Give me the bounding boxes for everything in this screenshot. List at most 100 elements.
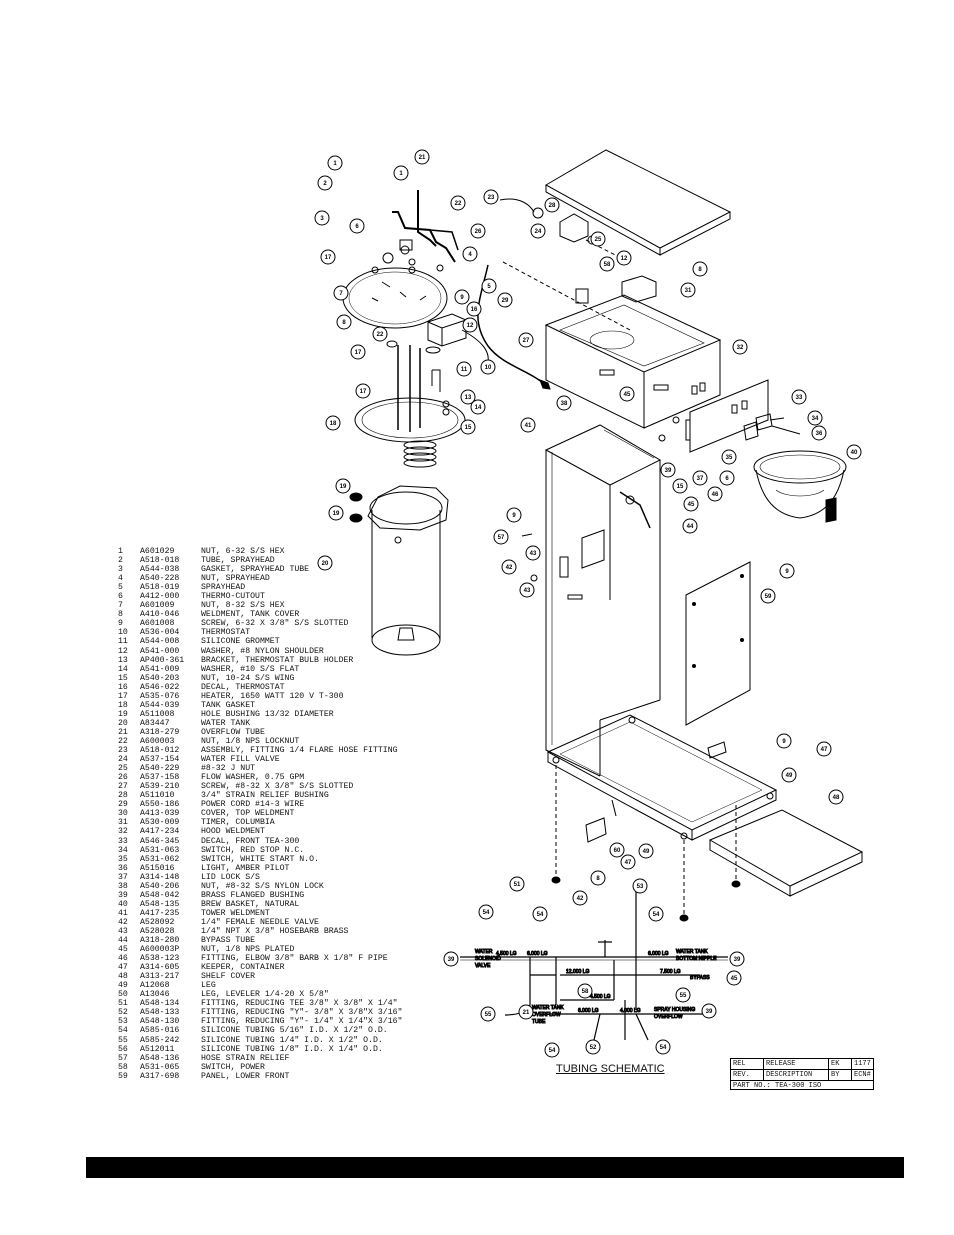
part-code: A314-605	[140, 963, 180, 973]
callout-circle	[509, 876, 525, 892]
part-num: 57	[118, 1053, 128, 1063]
callout-number: 57	[498, 535, 505, 541]
callout-number: 15	[465, 425, 472, 431]
schem-label-bypass: BYPASS	[690, 975, 710, 981]
part-code: A511008	[140, 709, 175, 719]
callout-number: 49	[786, 773, 793, 779]
rev-cell: DESCRIPTION	[764, 1070, 829, 1080]
part-desc: WATER FILL VALVE	[201, 755, 280, 765]
part-code: A318-279	[140, 727, 180, 737]
part-num: 46	[118, 954, 128, 964]
part-num: 55	[118, 1035, 128, 1045]
part-num: 37	[118, 872, 128, 882]
part-desc: WELDMENT, TANK COVER	[201, 610, 300, 620]
part-number: PART NO.: TEA-300 ISO	[733, 1082, 822, 1090]
callout-number: 20	[322, 561, 329, 567]
callout-number: 9	[512, 513, 516, 519]
schem-label-water-solenoid-2: SOLENOID	[475, 956, 501, 962]
callout-circle	[655, 1039, 671, 1055]
part-code: A536-004	[140, 628, 180, 638]
part-code: A530-009	[140, 818, 180, 828]
callout-number: 12	[621, 256, 628, 262]
part-num: 36	[118, 863, 128, 873]
part-desc: NUT, 10-24 S/S WING	[201, 673, 295, 683]
callout-circle	[470, 399, 486, 415]
callout-circle	[470, 223, 486, 239]
part-code: A541-009	[140, 664, 180, 674]
schem-label-water-solenoid-1: WATER	[475, 949, 493, 955]
part-desc: NUT, SPRAYHEAD	[201, 574, 270, 584]
callout-circle	[672, 478, 688, 494]
tank-cover-assembly	[342, 190, 489, 468]
callout-circle	[454, 289, 470, 305]
part-desc: GASKET, SPRAYHEAD TUBE	[201, 565, 310, 575]
callout-number: 4	[468, 252, 472, 258]
callout-circle	[493, 529, 509, 545]
callout-number: 11	[461, 367, 468, 373]
part-code: AP400-361	[140, 655, 185, 665]
part-code: A544-038	[140, 565, 180, 575]
part-desc: DECAL, FRONT TEA-300	[201, 836, 300, 846]
part-num: 48	[118, 972, 128, 982]
part-code: A544-008	[140, 637, 180, 647]
part-code: A550-186	[140, 800, 180, 810]
part-desc: SCREW, #8-32 X 3/8" S/S SLOTTED	[201, 782, 354, 792]
part-code: A548-135	[140, 899, 180, 909]
revision-row-release: REL RELEASE EK 1177	[731, 1059, 873, 1070]
part-desc: NUT, 1/8 NPS PLATED	[201, 945, 295, 955]
callout-circle	[791, 389, 807, 405]
callout-circle	[480, 1006, 496, 1022]
part-desc: SPRAYHEAD	[201, 583, 246, 593]
part-num: 13	[118, 655, 128, 665]
part-desc: TUBE, SPRAYHEAD	[201, 556, 275, 566]
part-num: 4	[118, 574, 123, 584]
part-num: 28	[118, 791, 128, 801]
part-num: 34	[118, 845, 128, 855]
callout-number: 3	[320, 216, 324, 222]
callout-number: 49	[643, 849, 650, 855]
part-desc: LID LOCK S/S	[201, 872, 260, 882]
part-num: 16	[118, 682, 128, 692]
tower-weldment	[521, 424, 662, 777]
callout-circle	[609, 842, 625, 858]
callout-circle	[450, 195, 466, 211]
part-num: 20	[118, 718, 128, 728]
callout-circle	[350, 344, 366, 360]
part-num: 53	[118, 1017, 128, 1027]
part-desc: POWER CORD #14-3 WIRE	[201, 800, 305, 810]
callout-number: 17	[360, 389, 367, 395]
part-num: 24	[118, 755, 128, 765]
callout-circle	[811, 425, 827, 441]
schem-label-overflow-2: OVERFLOW	[532, 1012, 561, 1018]
callout-number: 38	[561, 401, 568, 407]
part-desc: LEG	[201, 981, 216, 991]
part-desc: BREW BASKET, NATURAL	[201, 899, 300, 909]
callout-number: 55	[680, 993, 687, 999]
callout-circle	[682, 518, 698, 534]
callout-number: 39	[448, 957, 455, 963]
part-code: A548-136	[140, 1053, 180, 1063]
callout-circle	[317, 555, 333, 571]
callout-circle	[336, 314, 352, 330]
part-num: 44	[118, 936, 128, 946]
callout-circle	[456, 361, 472, 377]
part-desc: HOOD WELDMENT	[201, 827, 265, 837]
part-code: A544-039	[140, 700, 180, 710]
rev-cell: REL	[731, 1059, 764, 1069]
callout-number: 54	[660, 1045, 667, 1051]
part-num: 5	[118, 583, 123, 593]
callout-number: 36	[816, 431, 823, 437]
callout-circle	[317, 175, 333, 191]
part-desc: NUT, 1/8 NPS LOCKNUT	[201, 736, 300, 746]
part-desc: FLOW WASHER, 0.75 GPM	[201, 773, 305, 783]
